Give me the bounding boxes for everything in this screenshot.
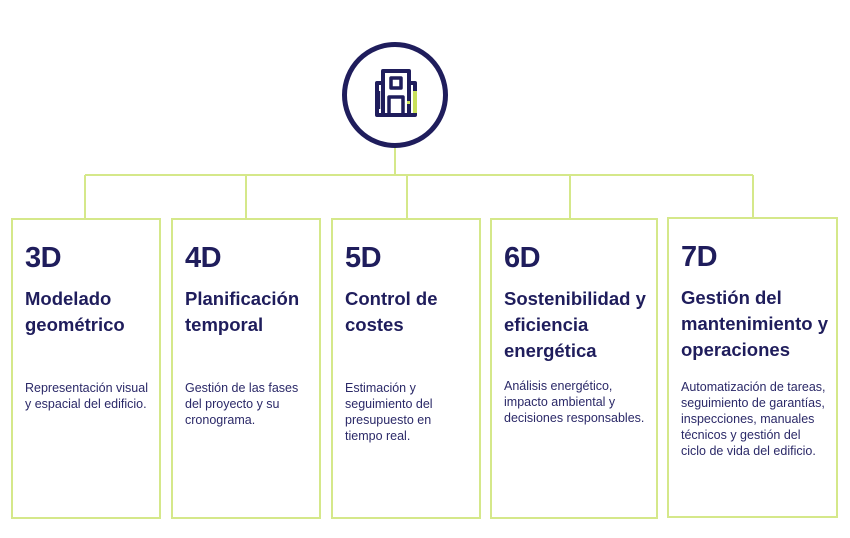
dimension-code: 7D	[681, 241, 718, 273]
dimension-title: Gestión del mantenimiento y operaciones	[681, 287, 828, 360]
dimension-title: Control de costes	[345, 288, 438, 335]
dimension-code: 4D	[185, 242, 222, 274]
dimension-description: Automatización de tareas, seguimiento de…	[681, 380, 826, 458]
dimension-card-7d: 7D Gestión del mantenimiento y operacion…	[667, 217, 838, 518]
dimension-description: Estimación y seguimiento del presupuesto…	[345, 381, 433, 443]
building-icon	[375, 69, 417, 117]
dimension-card-6d: 6D Sostenibilidad y eficiencia energétic…	[490, 218, 658, 519]
dimension-code: 3D	[25, 242, 62, 274]
dimension-code: 6D	[504, 242, 541, 274]
dimension-description: Gestión de las fases del proyecto y su c…	[185, 381, 299, 427]
dimension-card-4d: 4D Planificación temporal Gestión de las…	[171, 218, 321, 519]
dimension-title: Planificación temporal	[185, 288, 300, 335]
dimension-card-5d: 5D Control de costes Estimación y seguim…	[331, 218, 481, 519]
dimension-description: Representación visual y espacial del edi…	[25, 381, 148, 411]
dimension-title: Modelado geométrico	[25, 288, 125, 335]
dimension-card-3d: 3D Modelado geométrico Representación vi…	[11, 218, 161, 519]
hub-circle	[342, 42, 448, 148]
dimension-title: Sostenibilidad y eficiencia energética	[504, 288, 646, 361]
dimension-code: 5D	[345, 242, 382, 274]
dimension-description: Análisis energético, impacto ambiental y…	[504, 379, 645, 425]
